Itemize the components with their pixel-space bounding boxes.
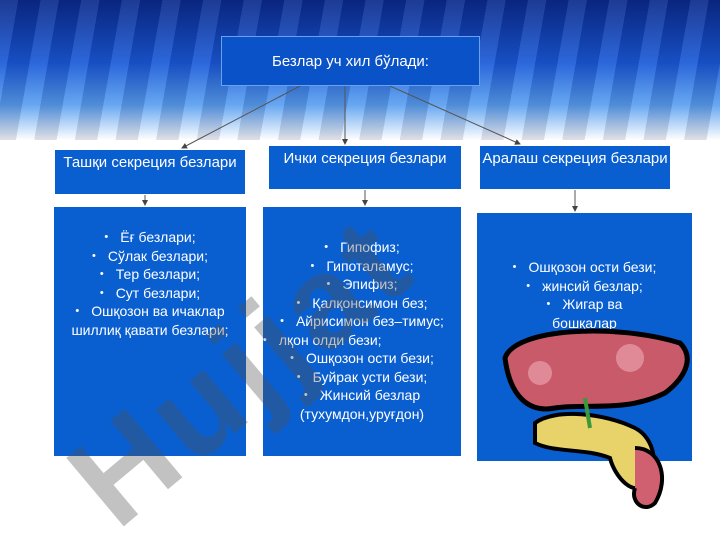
list-item: жинсий безлар; (477, 277, 692, 296)
list-item: Сут безлари; (54, 284, 246, 303)
list-item: Сўлак безлари; (54, 247, 246, 266)
connector-arrows (142, 85, 578, 212)
external-secretion-header: Ташқи секреция безлари (55, 150, 245, 194)
list-item: Ошқозон ости бези; (263, 349, 461, 368)
list-item: Гипоталамус; (263, 257, 461, 276)
liver-pancreas-illustration (502, 328, 690, 509)
list-item: Айрисимон без–тимус; (263, 312, 461, 331)
list-item: Гипофиз; (263, 238, 461, 257)
external-glands-list: Ёғ безлари; Сўлак безлари; Тер безлари; … (54, 207, 246, 456)
list-item: Ошқозон ва ичаклар шиллиқ қавати безлари… (54, 302, 246, 339)
list-item: Тер безлари; (54, 265, 246, 284)
internal-glands-list: Гипофиз; Гипоталамус; Эпифиз; Қалқонсимо… (263, 207, 461, 456)
list-item: Ёғ безлари; (54, 228, 246, 247)
internal-secretion-header: Ички секреция безлари (269, 146, 461, 189)
list-item: Ошқозон ости бези; (477, 258, 692, 277)
list-item: Қалқонсимон без; (263, 294, 461, 313)
list-item: Буйрак усти бези; (263, 368, 461, 387)
mixed-secretion-header: Аралаш секреция безлари (480, 146, 670, 189)
page-title: Безлар уч хил бўлади: (221, 36, 480, 86)
list-item: Жигар ва бошқалар (477, 295, 692, 332)
list-item: Жинсий безлар (тухумдон,уруғдон) (263, 386, 461, 423)
list-item: Эпифиз; (263, 275, 461, 294)
list-item: лқон олди бези; (263, 331, 461, 350)
